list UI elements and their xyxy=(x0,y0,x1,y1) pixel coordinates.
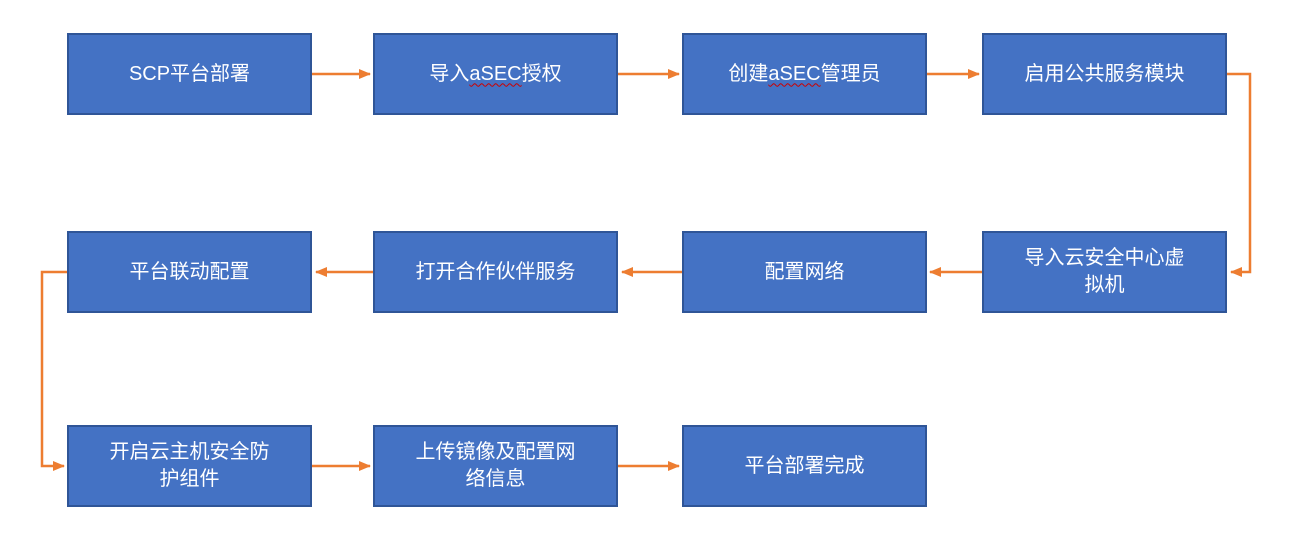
flow-node-label: 配置网络 xyxy=(764,260,845,283)
flow-node-platform-deploy-complete: 平台部署完成 xyxy=(682,425,927,507)
flow-node-label: 开启云主机安全防 护组件 xyxy=(109,441,270,490)
flow-node-label: 导入云安全中心虚 拟机 xyxy=(1024,247,1185,296)
flow-node-label: 打开合作伙伴服务 xyxy=(415,260,576,283)
misspelled-word: aSEC xyxy=(768,62,821,85)
flow-node-label: 平台部署完成 xyxy=(744,454,865,477)
connector-linkage-to-host-elbow xyxy=(40,270,67,471)
flow-node-import-asec-license: 导入aSEC授权 xyxy=(373,33,618,115)
flow-node-upload-image-config-network: 上传镜像及配置网 络信息 xyxy=(373,425,618,507)
flow-node-label: 启用公共服务模块 xyxy=(1024,62,1185,85)
flow-node-enable-public-service-module: 启用公共服务模块 xyxy=(982,33,1227,115)
label-text: 管理员 xyxy=(820,62,881,85)
flow-node-label: 创建aSEC管理员 xyxy=(728,61,880,88)
flow-node-scp-platform-deploy: SCP平台部署 xyxy=(67,33,312,115)
flow-node-enable-host-security-component: 开启云主机安全防 护组件 xyxy=(67,425,312,507)
flow-node-label: 导入aSEC授权 xyxy=(429,61,561,88)
connector-services-to-vm-elbow xyxy=(1227,72,1252,277)
flow-node-label: 上传镜像及配置网 络信息 xyxy=(415,441,576,490)
flow-node-label: SCP平台部署 xyxy=(128,62,251,85)
flow-node-label: 平台联动配置 xyxy=(129,260,250,283)
label-text: 授权 xyxy=(521,62,562,85)
flow-node-open-partner-services: 打开合作伙伴服务 xyxy=(373,231,618,313)
flow-node-configure-network: 配置网络 xyxy=(682,231,927,313)
flow-node-import-cloud-security-vm: 导入云安全中心虚 拟机 xyxy=(982,231,1227,313)
label-text: 导入 xyxy=(429,62,470,85)
flow-node-create-asec-admin: 创建aSEC管理员 xyxy=(682,33,927,115)
misspelled-word: aSEC xyxy=(469,62,522,85)
flow-node-platform-linkage-config: 平台联动配置 xyxy=(67,231,312,313)
label-text: 创建 xyxy=(728,62,769,85)
